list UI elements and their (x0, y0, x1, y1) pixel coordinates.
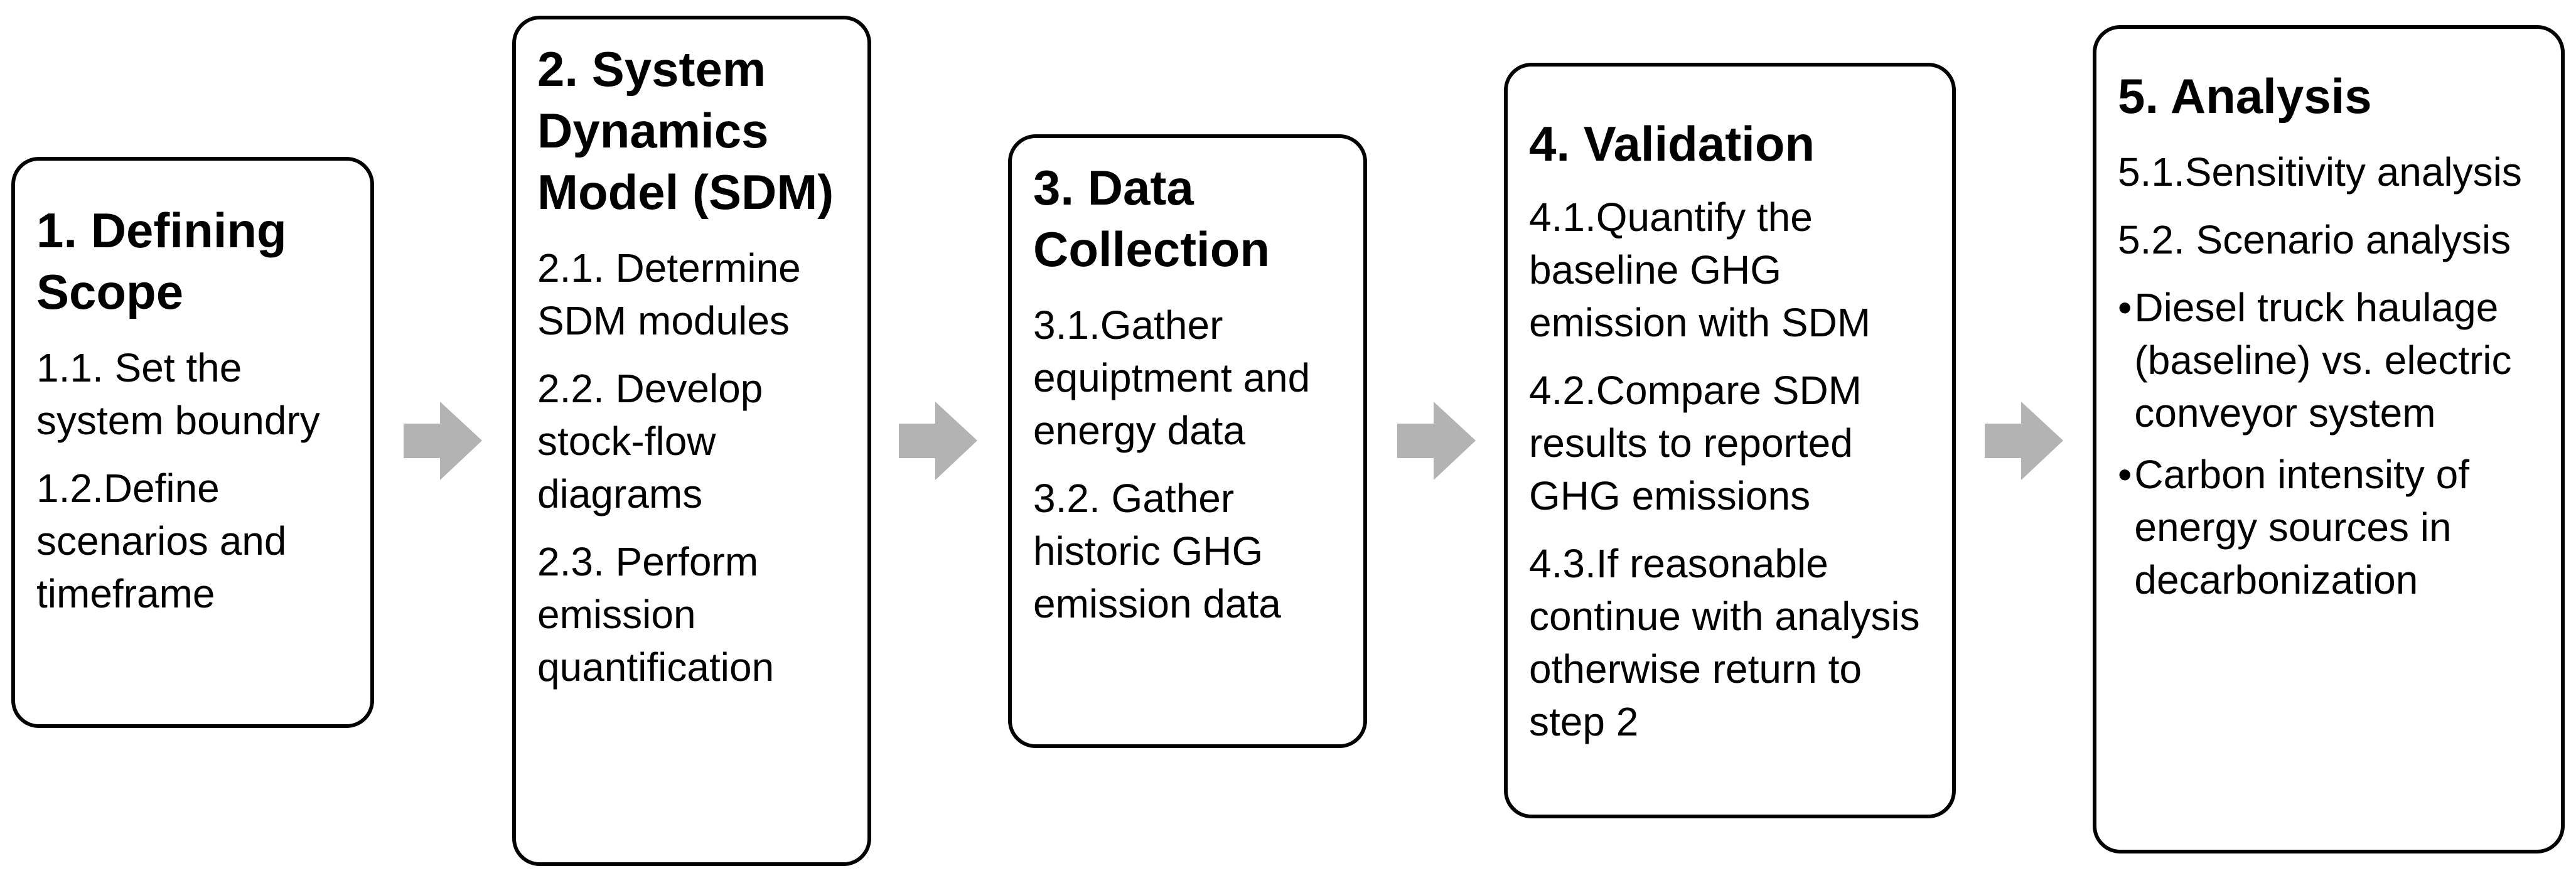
step-1-item-1: 1.1. Set the system boundry (36, 345, 320, 443)
step-4-item-2: 4.2.Compare SDM results to reported GHG … (1529, 368, 1862, 518)
arrow-right-icon (404, 402, 482, 480)
arrow-right-icon (899, 402, 977, 480)
arrow-right-icon (1985, 402, 2063, 480)
step-2-item-2: 2.2. Develop stock-flow diagrams (537, 366, 763, 516)
step-5-bullet-1: • Diesel truck haulage (baseline) vs. el… (2118, 281, 2540, 439)
step-5-item-2: 5.2. Scenario analysis (2118, 217, 2511, 262)
bullet-icon: • (2118, 452, 2132, 497)
step-2-box: 2. System Dynamics Model (SDM) 2.1. Dete… (512, 16, 871, 866)
step-2-item-1: 2.1. Determine SDM modules (537, 245, 801, 343)
step-5-bullet-2: • Carbon intensity of energy sources in … (2118, 448, 2540, 606)
step-5-bullet-1-text: Diesel truck haulage (baseline) vs. elec… (2134, 285, 2512, 436)
step-2-item-3: 2.3. Perform emission quantification (537, 539, 775, 690)
step-4-box: 4. Validation 4.1.Quantify the baseline … (1504, 63, 1956, 818)
step-4-title: 4. Validation (1529, 116, 1815, 171)
arrow-right-icon (1397, 402, 1476, 480)
step-5-title: 5. Analysis (2118, 68, 2372, 124)
step-1-item-2: 1.2.Define scenarios and timeframe (36, 466, 287, 616)
step-5-box: 5. Analysis 5.1.Sensitivity analysis 5.2… (2093, 25, 2565, 853)
step-3-title: 3. Data Collection (1033, 160, 1270, 277)
step-3-item-1: 3.1.Gather equiptment and energy data (1033, 302, 1311, 453)
step-5-item-1: 5.1.Sensitivity analysis (2118, 149, 2522, 195)
bullet-icon: • (2118, 285, 2132, 330)
step-1-box: 1. Defining Scope 1.1. Set the system bo… (11, 157, 374, 728)
step-3-box: 3. Data Collection 3.1.Gather equiptment… (1008, 134, 1367, 748)
step-1-title: 1. Defining Scope (36, 203, 287, 319)
step-5-bullet-2-text: Carbon intensity of energy sources in de… (2134, 452, 2470, 602)
step-2-title: 2. System Dynamics Model (SDM) (537, 41, 834, 220)
step-3-item-2: 3.2. Gather historic GHG emission data (1033, 476, 1281, 626)
step-4-item-3: 4.3.If reasonable continue with analysis… (1529, 541, 1920, 744)
step-4-item-1: 4.1.Quantify the baseline GHG emission w… (1529, 195, 1871, 345)
